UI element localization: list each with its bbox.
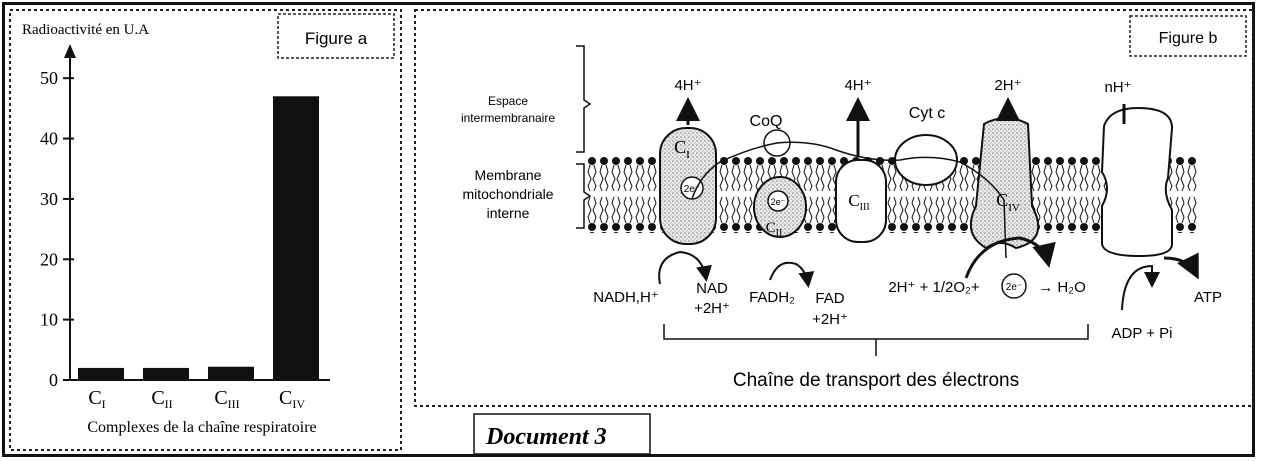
document-title-box xyxy=(473,413,651,455)
membrane-label-3: interne xyxy=(487,205,530,221)
figure-a-label: Figure a xyxy=(305,29,368,48)
complex-ii-label: CII xyxy=(766,220,783,239)
chain-bracket xyxy=(663,324,1089,340)
y-tick-label: 40 xyxy=(40,129,58,149)
chain-caption: Chaîne de transport des électrons xyxy=(733,370,1019,391)
nad-label-2: +2H⁺ xyxy=(694,300,730,317)
espace-brace xyxy=(576,45,592,153)
figure-a-border xyxy=(9,9,402,451)
electron-iv-label: 2e⁻ xyxy=(1006,282,1022,293)
y-tick-label: 20 xyxy=(40,249,58,269)
adp-arrow xyxy=(1121,264,1160,311)
fadh2-arrow xyxy=(769,261,815,288)
electron-path xyxy=(691,141,1007,259)
y-tick-label: 50 xyxy=(40,68,58,88)
proton-iii-label: 4H⁺ xyxy=(844,77,871,94)
adp-label: ADP + Pi xyxy=(1111,325,1172,342)
nad-label-1: NAD xyxy=(696,280,728,297)
x-tick-label: CIV xyxy=(279,387,305,411)
cytc-label: Cyt c xyxy=(909,105,945,122)
fadh2-label: FADH₂ xyxy=(749,289,795,306)
y-tick-label: 0 xyxy=(49,370,58,390)
membrane-label-2: mitochondriale xyxy=(462,186,553,202)
x-tick-label: CIII xyxy=(214,387,239,411)
electron-i-label: 2e⁻ xyxy=(684,184,700,195)
nadh-arrow xyxy=(658,250,712,285)
document-title: Document 3 xyxy=(485,424,607,450)
fad-label-1: FAD xyxy=(815,290,844,307)
y-axis-arrow xyxy=(64,44,76,58)
oxygen-label: 2H⁺ + 1/2O₂+ xyxy=(888,279,980,296)
electron-iv xyxy=(1001,273,1027,299)
figure-b-label-box xyxy=(1129,15,1247,57)
atp-label: ATP xyxy=(1194,289,1222,306)
y-axis-label: Radioactivité en U.A xyxy=(22,22,149,38)
complex-iii xyxy=(835,159,887,243)
figure-a-panel: Figure a Radioactivité en U.A Complexes … xyxy=(9,9,402,451)
espace-label-2: intermembranaire xyxy=(461,111,555,125)
water-label: → H₂O xyxy=(1038,279,1086,296)
electron-ii-label: 2e⁻ xyxy=(771,197,786,207)
complex-iii-label: CIII xyxy=(848,191,869,213)
atp-arrow xyxy=(1163,252,1199,280)
figure-b-panel: Figure b Espace intermembranaire Membran… xyxy=(414,9,1254,407)
electron-ii xyxy=(767,190,789,212)
complex-i-label: CI xyxy=(674,137,690,161)
figure-b-label: Figure b xyxy=(1159,30,1218,47)
complex-iv-label: CIV xyxy=(996,190,1020,214)
espace-label-1: Espace xyxy=(488,94,528,108)
x-tick-label: CII xyxy=(151,387,172,411)
figure-b-border xyxy=(414,9,1254,407)
x-axis-label: Complexes de la chaîne respiratoire xyxy=(87,419,316,436)
proton-atp-label: nH⁺ xyxy=(1104,79,1131,96)
proton-i-label: 4H⁺ xyxy=(674,77,701,94)
bar-cii xyxy=(143,367,189,380)
bar-ciii xyxy=(208,366,254,380)
x-tick-labels: CI CII CIII CIV xyxy=(88,387,305,411)
coq-label: CoQ xyxy=(750,113,783,130)
membrane-label-1: Membrane xyxy=(475,167,542,183)
bar-ci xyxy=(78,367,124,380)
y-axis-ticks: 0 10 20 30 40 50 xyxy=(40,68,74,390)
y-tick-label: 10 xyxy=(40,310,58,330)
atp-synthase xyxy=(1100,106,1174,258)
y-tick-label: 30 xyxy=(40,189,58,209)
oxygen-arrow xyxy=(964,236,1056,279)
proton-iv-label: 2H⁺ xyxy=(994,77,1021,94)
fad-label-2: +2H⁺ xyxy=(812,311,848,328)
nadh-label: NADH,H⁺ xyxy=(593,289,658,306)
figure-a-label-box xyxy=(277,13,395,59)
x-tick-label: CI xyxy=(88,387,105,411)
bars-group xyxy=(78,96,319,381)
bar-civ xyxy=(273,96,319,381)
